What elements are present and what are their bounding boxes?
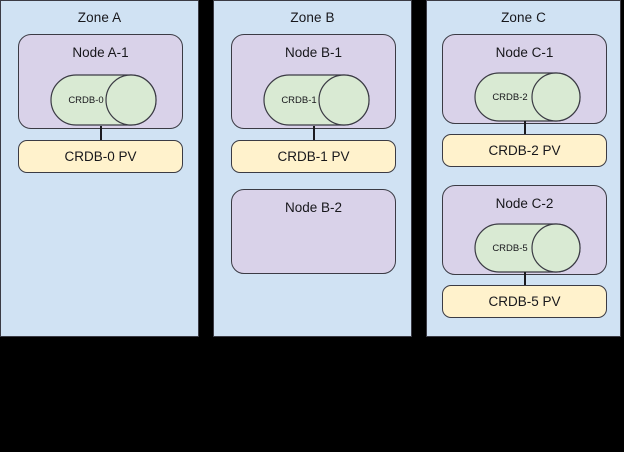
node-c-1: Node C-1 CRDB-2 [442, 34, 607, 124]
pv-crdb-0: CRDB-0 PV [18, 140, 183, 173]
connector-a-1 [100, 126, 102, 142]
node-b-2: Node B-2 [231, 189, 396, 274]
connector-c-2 [524, 272, 526, 287]
node-a-1: Node A-1 CRDB-0 [18, 34, 183, 129]
connector-b-1 [313, 126, 315, 142]
zone-b: Zone B Node B-1 CRDB-1 CRDB-1 PV Node B-… [213, 0, 412, 337]
pv-crdb-5-label: CRDB-5 PV [488, 294, 561, 309]
pv-crdb-0-label: CRDB-0 PV [64, 149, 137, 164]
node-c-2: Node C-2 CRDB-5 [442, 185, 607, 275]
connector-c-1 [524, 121, 526, 136]
pv-crdb-1: CRDB-1 PV [231, 140, 396, 173]
zone-b-title: Zone B [290, 10, 335, 25]
cylinder-crdb-5: CRDB-5 [474, 223, 581, 273]
node-b-1-title: Node B-1 [284, 45, 343, 60]
zone-a-title: Zone A [77, 10, 122, 25]
pv-crdb-5: CRDB-5 PV [442, 285, 607, 318]
pv-crdb-2: CRDB-2 PV [442, 134, 607, 167]
zone-c: Zone C Node C-1 CRDB-2 CRDB-2 PV Node C-… [426, 0, 621, 337]
pv-crdb-2-label: CRDB-2 PV [488, 143, 561, 158]
zone-a: Zone A Node A-1 CRDB-0 CRDB-0 PV [0, 0, 199, 337]
cylinder-crdb-0: CRDB-0 [50, 74, 157, 126]
node-b-2-title: Node B-2 [284, 200, 343, 215]
cylinder-crdb-2: CRDB-2 [474, 72, 581, 122]
node-c-1-title: Node C-1 [495, 45, 554, 60]
node-b-1: Node B-1 CRDB-1 [231, 34, 396, 129]
pv-crdb-1-label: CRDB-1 PV [277, 149, 350, 164]
node-c-2-title: Node C-2 [495, 196, 554, 211]
cylinder-crdb-1: CRDB-1 [263, 74, 370, 126]
node-a-1-title: Node A-1 [72, 45, 129, 60]
zone-c-title: Zone C [501, 10, 546, 25]
